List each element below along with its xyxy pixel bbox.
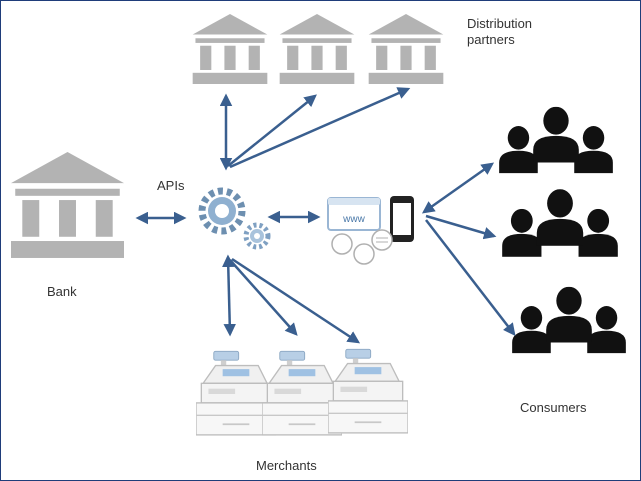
consumer-arrow [425,219,516,336]
partner-arrow [229,87,411,169]
gear-icon [198,187,246,235]
merchant-arrow [231,257,361,344]
consumer-group-icon [512,287,626,354]
partner-bank-icon [192,14,268,84]
gear-small-icon [243,222,271,250]
bank-label: Bank [47,284,77,299]
bank-building-icon [11,152,124,258]
consumer-arrow [425,214,497,240]
distribution-partners-label: Distribution partners [467,16,533,47]
merchant-arrow [222,254,236,337]
merchant-arrow [229,259,298,336]
www-browser-icon: www [327,197,381,231]
apis-label: APIs [157,178,185,193]
consumer-group-icon [502,189,618,257]
partner-bank-icon [279,14,355,84]
partner-arrow [227,94,317,167]
partner-bank-icon [368,14,444,84]
consumer-arrow [421,162,495,214]
merchants-label: Merchants [256,458,317,473]
consumers-label: Consumers [520,400,587,415]
svg-text:www: www [342,214,365,225]
chat-bubbles-icon [331,229,393,265]
cash-register-icon [328,348,408,434]
consumer-group-icon [499,107,613,174]
smartphone-icon [390,196,414,242]
